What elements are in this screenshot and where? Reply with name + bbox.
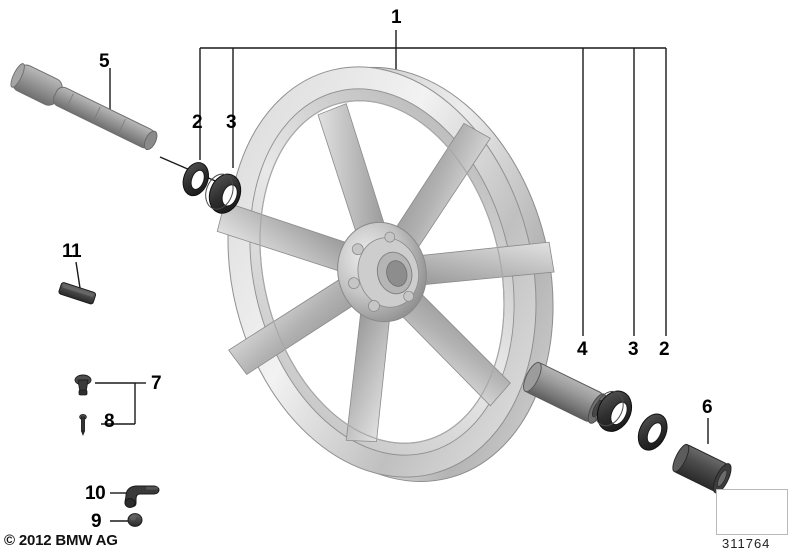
ball-bearing-left bbox=[205, 173, 242, 214]
bushing bbox=[672, 443, 732, 494]
callout-3-left[interactable]: 3 bbox=[226, 112, 237, 133]
diagram-id-label: 311764 bbox=[722, 536, 771, 551]
callout-5[interactable]: 5 bbox=[99, 51, 110, 72]
valve-stem bbox=[124, 485, 160, 508]
callout-11[interactable]: 11 bbox=[62, 241, 82, 262]
valve-cap bbox=[127, 513, 143, 527]
front-axle bbox=[10, 63, 158, 151]
callout-1[interactable]: 1 bbox=[391, 7, 402, 28]
shaft-seal-right bbox=[637, 413, 668, 451]
shaft-seal-left bbox=[182, 162, 209, 197]
callout-2-left[interactable]: 2 bbox=[192, 112, 203, 133]
copyright-notice: © 2012 BMW AG bbox=[4, 532, 118, 549]
callout-4[interactable]: 4 bbox=[577, 339, 588, 360]
callout-7[interactable]: 7 bbox=[151, 373, 162, 394]
callout-2-right[interactable]: 2 bbox=[659, 339, 670, 360]
callout-3-right[interactable]: 3 bbox=[628, 339, 639, 360]
pin bbox=[79, 414, 87, 436]
callout-10[interactable]: 10 bbox=[85, 483, 106, 504]
arrow-icon-frame bbox=[716, 489, 788, 535]
callout-6[interactable]: 6 bbox=[702, 397, 713, 418]
balance-weight bbox=[58, 282, 97, 305]
valve-screw bbox=[74, 374, 92, 396]
callout-8[interactable]: 8 bbox=[104, 411, 115, 432]
front-wheel-rim bbox=[216, 66, 555, 482]
leader-11 bbox=[75, 261, 81, 289]
callout-9[interactable]: 9 bbox=[91, 511, 102, 532]
spacer-tube bbox=[523, 361, 607, 424]
wheel-hub bbox=[337, 221, 427, 323]
ball-bearing-right bbox=[594, 390, 633, 432]
